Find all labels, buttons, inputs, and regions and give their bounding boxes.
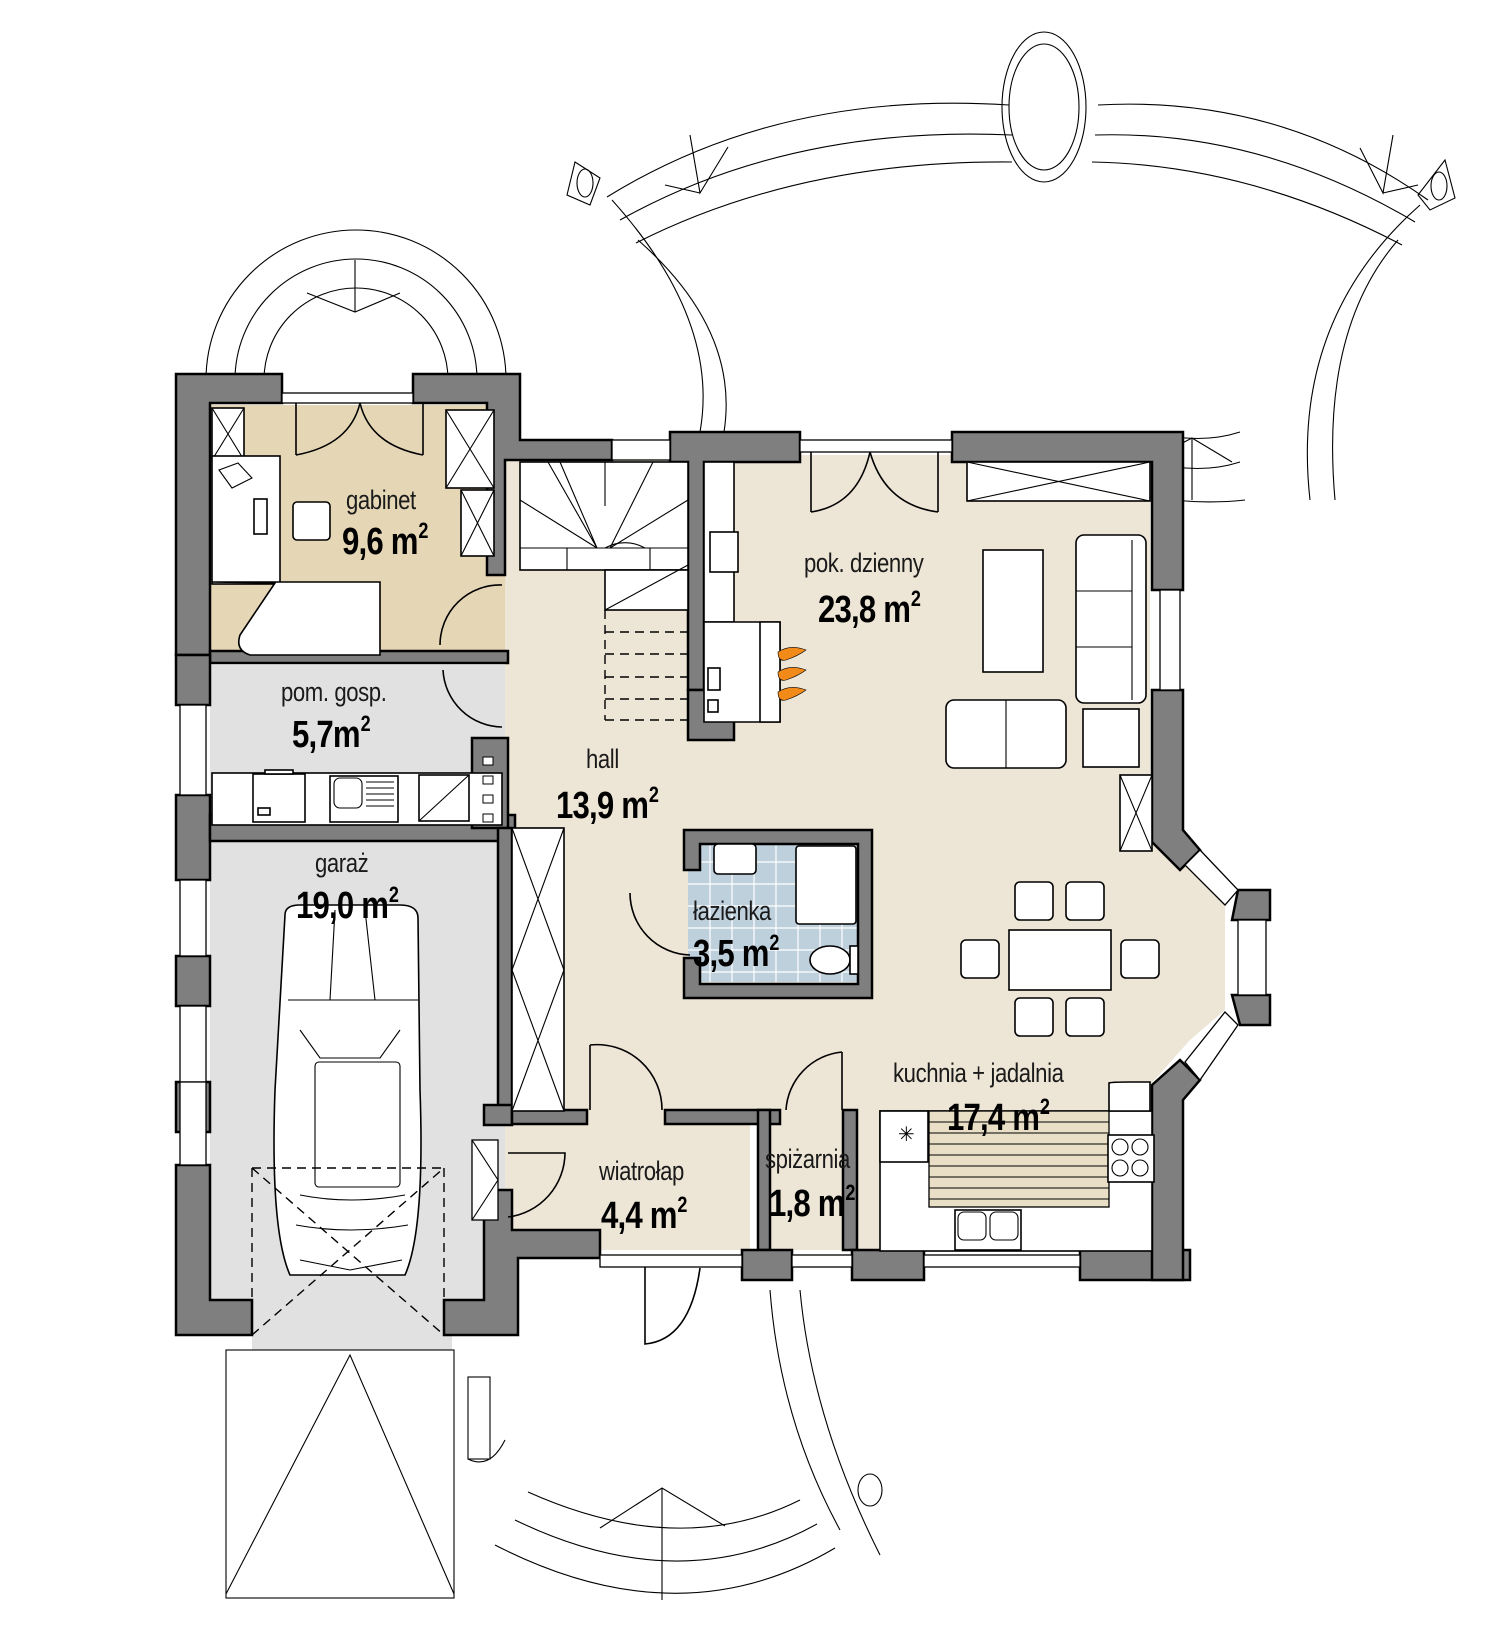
room-area: 13,9 m2 bbox=[556, 782, 659, 827]
toilet bbox=[809, 945, 851, 975]
room-name: wiatrołap bbox=[599, 1156, 684, 1186]
room-name: hall bbox=[586, 744, 619, 774]
car-icon bbox=[273, 904, 422, 1276]
wiatrolap-fill bbox=[505, 1110, 750, 1250]
side-table bbox=[1082, 708, 1140, 768]
room-area: 23,8 m2 bbox=[818, 586, 921, 631]
coffee-table bbox=[982, 549, 1044, 673]
walls bbox=[174, 372, 1272, 1337]
flame-icon bbox=[777, 647, 807, 701]
garage-door bbox=[251, 1167, 445, 1336]
room-name: pok. dzienny bbox=[804, 548, 924, 578]
fireplace bbox=[703, 461, 807, 723]
pergola-gabinet bbox=[205, 229, 507, 381]
room-name: kuchnia + jadalnia bbox=[893, 1058, 1064, 1088]
pergola-bottom bbox=[225, 1289, 883, 1600]
room-area: 3,5 m2 bbox=[693, 930, 779, 975]
driveway bbox=[225, 1349, 455, 1599]
staircase[interactable] bbox=[519, 461, 689, 721]
kitchen-sink bbox=[954, 1209, 1022, 1251]
chair bbox=[292, 501, 331, 541]
dining-table bbox=[1008, 929, 1112, 991]
room-name: spiżarnia bbox=[765, 1144, 850, 1174]
doors bbox=[295, 402, 939, 1345]
cooktop bbox=[1107, 1134, 1155, 1183]
room-name: pom. gosp. bbox=[281, 677, 387, 707]
room-area: 5,7m2 bbox=[292, 711, 371, 756]
sink bbox=[713, 843, 757, 875]
room-area: 4,4 m2 bbox=[601, 1192, 687, 1237]
garage-entry-fill bbox=[252, 1310, 452, 1350]
sofa bbox=[1075, 534, 1147, 704]
room-name: gabinet bbox=[346, 485, 416, 515]
room-area: 17,4 m2 bbox=[947, 1094, 1050, 1139]
desk bbox=[211, 455, 281, 585]
room-area: 9,6 m2 bbox=[342, 518, 428, 563]
room-area: 1,8 m2 bbox=[769, 1180, 855, 1225]
shower bbox=[795, 845, 857, 925]
room-name: garaż bbox=[315, 848, 369, 878]
room-name: łazienka bbox=[693, 896, 771, 926]
kitchen-island bbox=[928, 1110, 1110, 1208]
windows bbox=[179, 392, 1267, 1268]
furniture: ✳ bbox=[211, 407, 1160, 1252]
spizarnia-fill bbox=[765, 1110, 850, 1250]
svg-text:✳: ✳ bbox=[898, 1122, 915, 1146]
room-area: 19,0 m2 bbox=[296, 882, 399, 927]
